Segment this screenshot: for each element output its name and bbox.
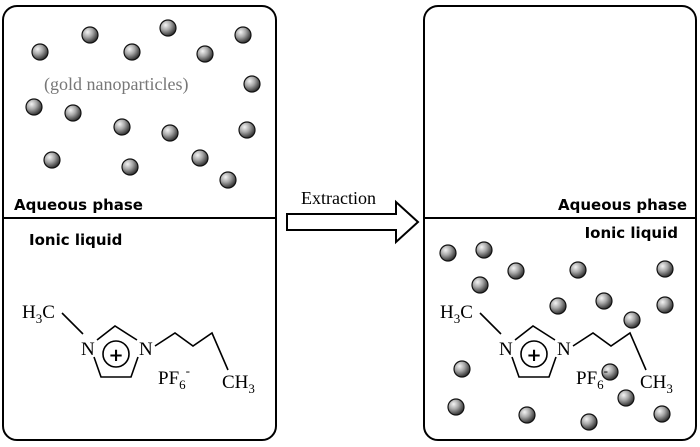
- gold-nanoparticle: [653, 405, 671, 423]
- arrow-shape: [286, 199, 420, 245]
- ring-bottom-bonds: [511, 356, 557, 378]
- gold-nanoparticle: [123, 43, 141, 61]
- after-container: [423, 5, 697, 441]
- gold-nanoparticle: [81, 26, 99, 44]
- gold-nanoparticle: [219, 171, 237, 189]
- gold-nanoparticle: [238, 121, 256, 139]
- gold-nanoparticle: [580, 413, 598, 431]
- before-panel: Aqueous phase Ionic liquid (gold nanopar…: [2, 5, 277, 441]
- butyl-chain: [154, 331, 229, 371]
- after-panel: Aqueous phase Ionic liquid: [423, 5, 697, 441]
- gold-nanoparticle: [161, 124, 179, 142]
- gold-nanoparticle: [64, 104, 82, 122]
- gold-nanoparticle: [113, 118, 131, 136]
- gold-nanoparticle: [121, 158, 139, 176]
- methyl-label: H3C: [440, 302, 473, 326]
- n2-label: N: [557, 339, 571, 360]
- gold-nanoparticle: [243, 75, 261, 93]
- gold-nanoparticle: [549, 297, 567, 315]
- before-particles: [25, 19, 261, 189]
- gold-nanoparticle: [617, 389, 635, 407]
- gold-nanoparticle: [196, 45, 214, 63]
- bmim-pf6-structure-right: H3C N N + PF6- CH3: [440, 302, 673, 396]
- gold-nanoparticle: [25, 98, 43, 116]
- anion-label: PF6-: [576, 363, 608, 392]
- anion-label: PF6-: [158, 363, 190, 392]
- ring-top-bonds: [514, 325, 556, 341]
- gold-nanoparticle: [43, 151, 61, 169]
- gold-nanoparticle: [518, 406, 536, 424]
- gold-nanoparticle: [656, 260, 674, 278]
- after-particles: [439, 241, 674, 431]
- gold-nanoparticle: [475, 241, 493, 259]
- extraction-arrow: Extraction: [286, 188, 420, 245]
- n1-label: N: [81, 339, 95, 360]
- bmim-pf6-structure-left: H3C N N + PF6- CH3: [22, 302, 255, 396]
- gold-nanoparticle: [31, 43, 49, 61]
- positive-charge-label: +: [108, 345, 123, 366]
- ring-top-bonds: [96, 325, 138, 341]
- n2-label: N: [139, 339, 153, 360]
- butyl-terminal-label: CH3: [222, 372, 255, 396]
- gold-nanoparticle: [471, 276, 489, 294]
- gold-nanoparticle: [447, 398, 465, 416]
- positive-charge-label: +: [526, 345, 541, 366]
- methyl-bond: [479, 312, 502, 335]
- before-ionic-label: Ionic liquid: [29, 231, 122, 249]
- gold-nanoparticle: [601, 363, 619, 381]
- gold-nanoparticle: [159, 19, 177, 37]
- gold-nanoparticle: [569, 261, 587, 279]
- gold-nanoparticle: [234, 26, 252, 44]
- methyl-bond: [61, 312, 84, 335]
- ring-bottom-bonds: [93, 356, 139, 378]
- butyl-terminal-label: CH3: [640, 372, 673, 396]
- after-aqueous-label: Aqueous phase: [558, 196, 687, 214]
- arrow-label: Extraction: [301, 188, 376, 208]
- gold-nanoparticle: [191, 149, 209, 167]
- cation-charge-ring: [520, 340, 548, 368]
- butyl-chain: [572, 331, 647, 371]
- methyl-label: H3C: [22, 302, 55, 326]
- gold-nanoparticles-note: (gold nanoparticles): [44, 74, 188, 95]
- gold-nanoparticle: [595, 292, 613, 310]
- gold-nanoparticle: [507, 262, 525, 280]
- n1-label: N: [499, 339, 513, 360]
- cation-charge-ring: [102, 340, 130, 368]
- gold-nanoparticle: [623, 311, 641, 329]
- before-aqueous-label: Aqueous phase: [14, 196, 143, 214]
- gold-nanoparticle: [439, 244, 457, 262]
- gold-nanoparticle: [656, 296, 674, 314]
- gold-nanoparticle: [453, 360, 471, 378]
- after-ionic-label: Ionic liquid: [585, 224, 678, 242]
